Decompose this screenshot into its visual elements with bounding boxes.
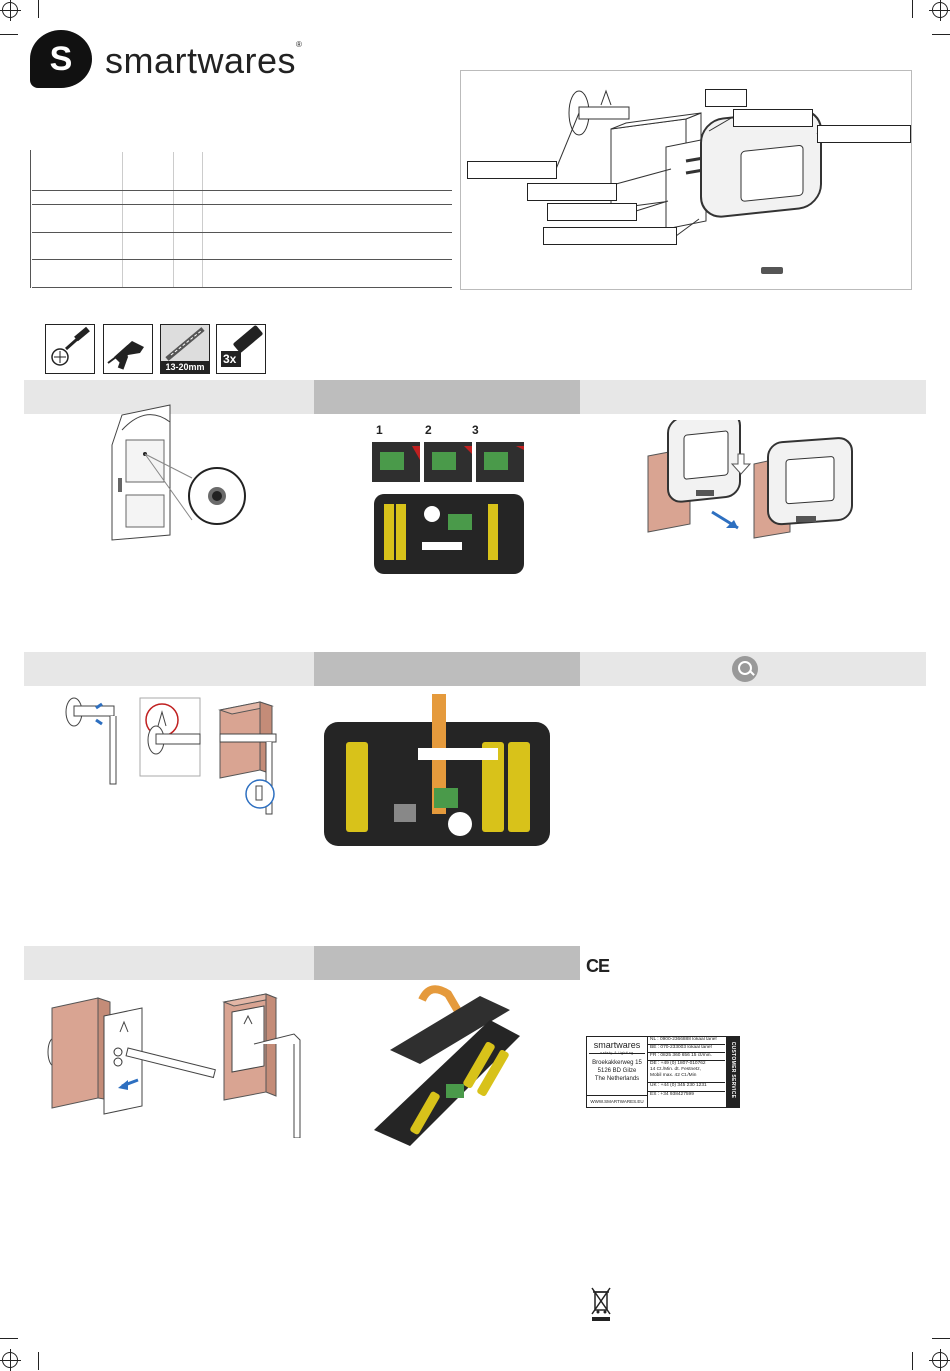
table-row — [32, 152, 452, 191]
label-address-panel: smartwares safety & lighting Broekakkerw… — [587, 1037, 648, 1107]
step-header-band — [314, 652, 580, 686]
magnifier-icon — [732, 656, 758, 682]
label-address: Broekakkerweg 15 5126 BD Gilze The Nethe… — [587, 1059, 647, 1083]
battery-step-number: 1 — [376, 423, 383, 437]
crop-line — [932, 34, 950, 35]
drill-bit-tool: 13-20mm — [160, 324, 210, 374]
drill-icon — [107, 341, 144, 370]
insert-lens-illustration — [65, 697, 277, 815]
mount-display-illustration — [647, 420, 853, 539]
battery-tool: 3x — [216, 324, 266, 374]
crop-line — [912, 1352, 913, 1370]
part-callout — [543, 227, 677, 245]
label-website: WWW.SMARTWARES.EU — [587, 1095, 647, 1109]
label-side-band: CUSTOMER SERVICE — [726, 1037, 739, 1107]
battery-cover-illustration — [374, 985, 520, 1146]
part-callout — [705, 89, 747, 107]
weee-bin-icon — [591, 1287, 611, 1321]
ce-mark: CE — [586, 956, 610, 976]
part-callout — [467, 161, 557, 179]
label-tagline: safety & lighting — [600, 1051, 634, 1055]
crop-line — [38, 1352, 39, 1370]
door-peephole-illustration — [111, 404, 246, 541]
address-line: The Netherlands — [594, 1076, 640, 1082]
phone-row: ES : +34 938427599 — [650, 1092, 694, 1097]
label-brand: smartwares — [589, 1040, 645, 1054]
registration-mark-bottom-left — [0, 1349, 21, 1371]
battery-step-number: 3 — [472, 423, 479, 437]
customer-service-text: CUSTOMER SERVICE — [730, 1041, 736, 1099]
drill-bit-icon — [165, 327, 205, 361]
table-row — [32, 204, 452, 233]
battery-count: 3x — [223, 352, 237, 366]
drill-bit-size: 13-20mm — [161, 361, 209, 373]
table-row — [32, 259, 452, 288]
step-header-band — [314, 380, 580, 414]
crop-line — [912, 0, 913, 18]
crop-line — [932, 1338, 950, 1339]
crop-line — [0, 34, 18, 35]
table-row — [32, 232, 452, 261]
address-line: Broekakkerweg 15 — [592, 1060, 642, 1066]
battery-icon — [221, 325, 263, 367]
part-callout — [527, 183, 617, 201]
registration-mark-bottom-right — [929, 1349, 950, 1371]
exploded-view-illustration — [555, 89, 822, 274]
table-row — [32, 190, 452, 206]
product-parts-diagram — [460, 70, 912, 290]
registered-mark: ® — [296, 40, 303, 49]
battery-compartment-illustration — [372, 442, 524, 574]
step-header-band — [314, 946, 580, 980]
spec-table — [32, 152, 452, 288]
brand-logo-text: smartwares® — [105, 40, 302, 82]
part-callout — [547, 203, 637, 221]
customer-service-label: smartwares safety & lighting Broekakkerw… — [586, 1036, 740, 1108]
screwdriver-tool — [45, 324, 95, 374]
spec-table-border — [30, 150, 31, 288]
drill-tool — [103, 324, 153, 374]
registration-mark-top-left — [0, 0, 21, 21]
label-phone-list: NL : 0900-2366888 lokaal tarief BE : 070… — [648, 1037, 725, 1107]
part-callout — [733, 109, 813, 127]
battery-step-number: 2 — [425, 423, 432, 437]
screwdriver-icon — [51, 326, 90, 366]
step-header-band — [24, 652, 314, 686]
phone-row: BE : 070-233003 lokaal tarief — [648, 1045, 725, 1053]
crop-line — [38, 0, 39, 18]
phone-row: NL : 0900-2366888 lokaal tarief — [648, 1037, 725, 1045]
part-callout — [817, 125, 911, 143]
brand-name: smartwares — [105, 40, 297, 81]
step-header-band — [580, 380, 926, 414]
brand-logo-mark: S — [30, 30, 92, 88]
phone-row: UK : +44 (0) 345 230 1231 — [648, 1083, 725, 1092]
phone-row: FR : 0825 360 656 15 ct/min. — [648, 1053, 725, 1061]
mounting-plate-illustration — [47, 993, 301, 1138]
crop-line — [0, 1338, 18, 1339]
step-header-band — [24, 946, 314, 980]
flex-cable-illustration — [324, 694, 550, 846]
phone-row: DE : +49 (0) 1807-010762 14 Ct./Min. dt.… — [648, 1061, 725, 1083]
registration-mark-top-right — [929, 0, 950, 21]
address-line: 5126 BD Gilze — [597, 1068, 637, 1074]
